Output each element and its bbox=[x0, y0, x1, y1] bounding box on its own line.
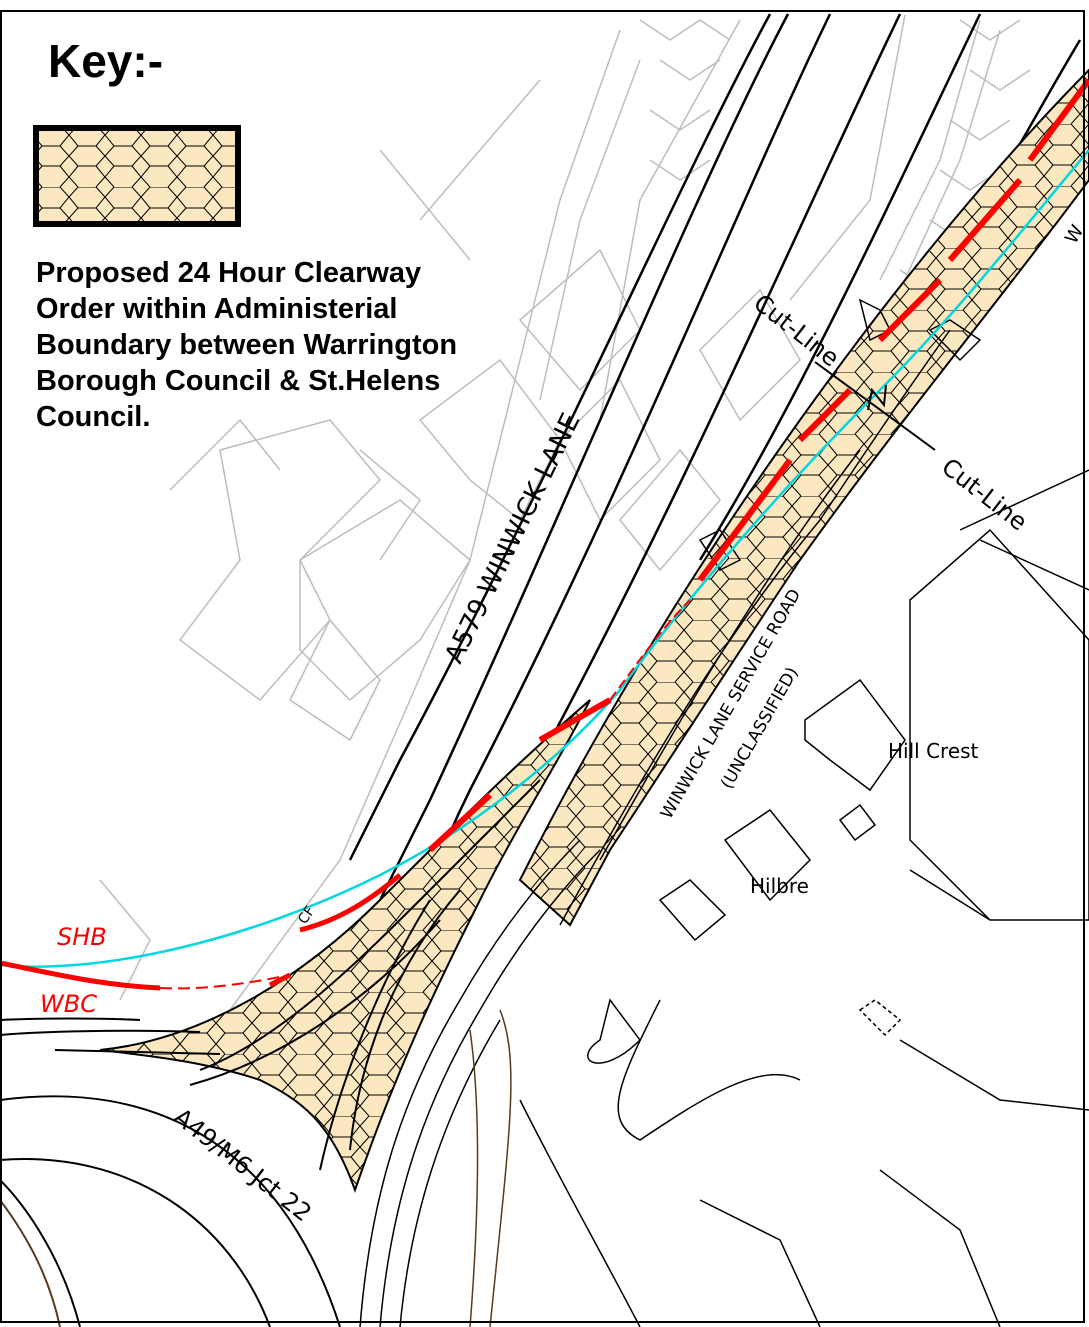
cut-line-label-upper: Cut-Line bbox=[748, 289, 844, 373]
winwick-lane-label: A579 WINWICK LANE bbox=[439, 409, 586, 669]
cyan-boundary-line bbox=[0, 149, 1089, 968]
legend-description: Proposed 24 Hour Clearway Order within A… bbox=[36, 257, 458, 433]
hilbre-label: Hilbre bbox=[750, 874, 809, 898]
clearway-zone bbox=[99, 68, 1089, 1194]
slip-road-lines bbox=[0, 779, 541, 1171]
shb-label: SHB bbox=[57, 923, 107, 951]
hill-crest-label: Hill Crest bbox=[888, 739, 979, 763]
junction-label: A49/M6 Jct 22 bbox=[168, 1103, 316, 1228]
legend-title: Key:- bbox=[48, 35, 164, 87]
roundabout-arcs bbox=[0, 1095, 341, 1327]
legend-swatch bbox=[33, 125, 241, 227]
cut-line bbox=[814, 361, 936, 451]
cut-line-label-lower: Cut-Line bbox=[936, 453, 1032, 537]
edge-fragment-label: W bbox=[1061, 221, 1088, 247]
background-buildings bbox=[99, 14, 1031, 1011]
red-boundary-line bbox=[0, 78, 1089, 991]
wbc-label: WBC bbox=[40, 990, 97, 1018]
service-road-unclassified-label: (UNCLASSIFIED) bbox=[717, 664, 803, 793]
